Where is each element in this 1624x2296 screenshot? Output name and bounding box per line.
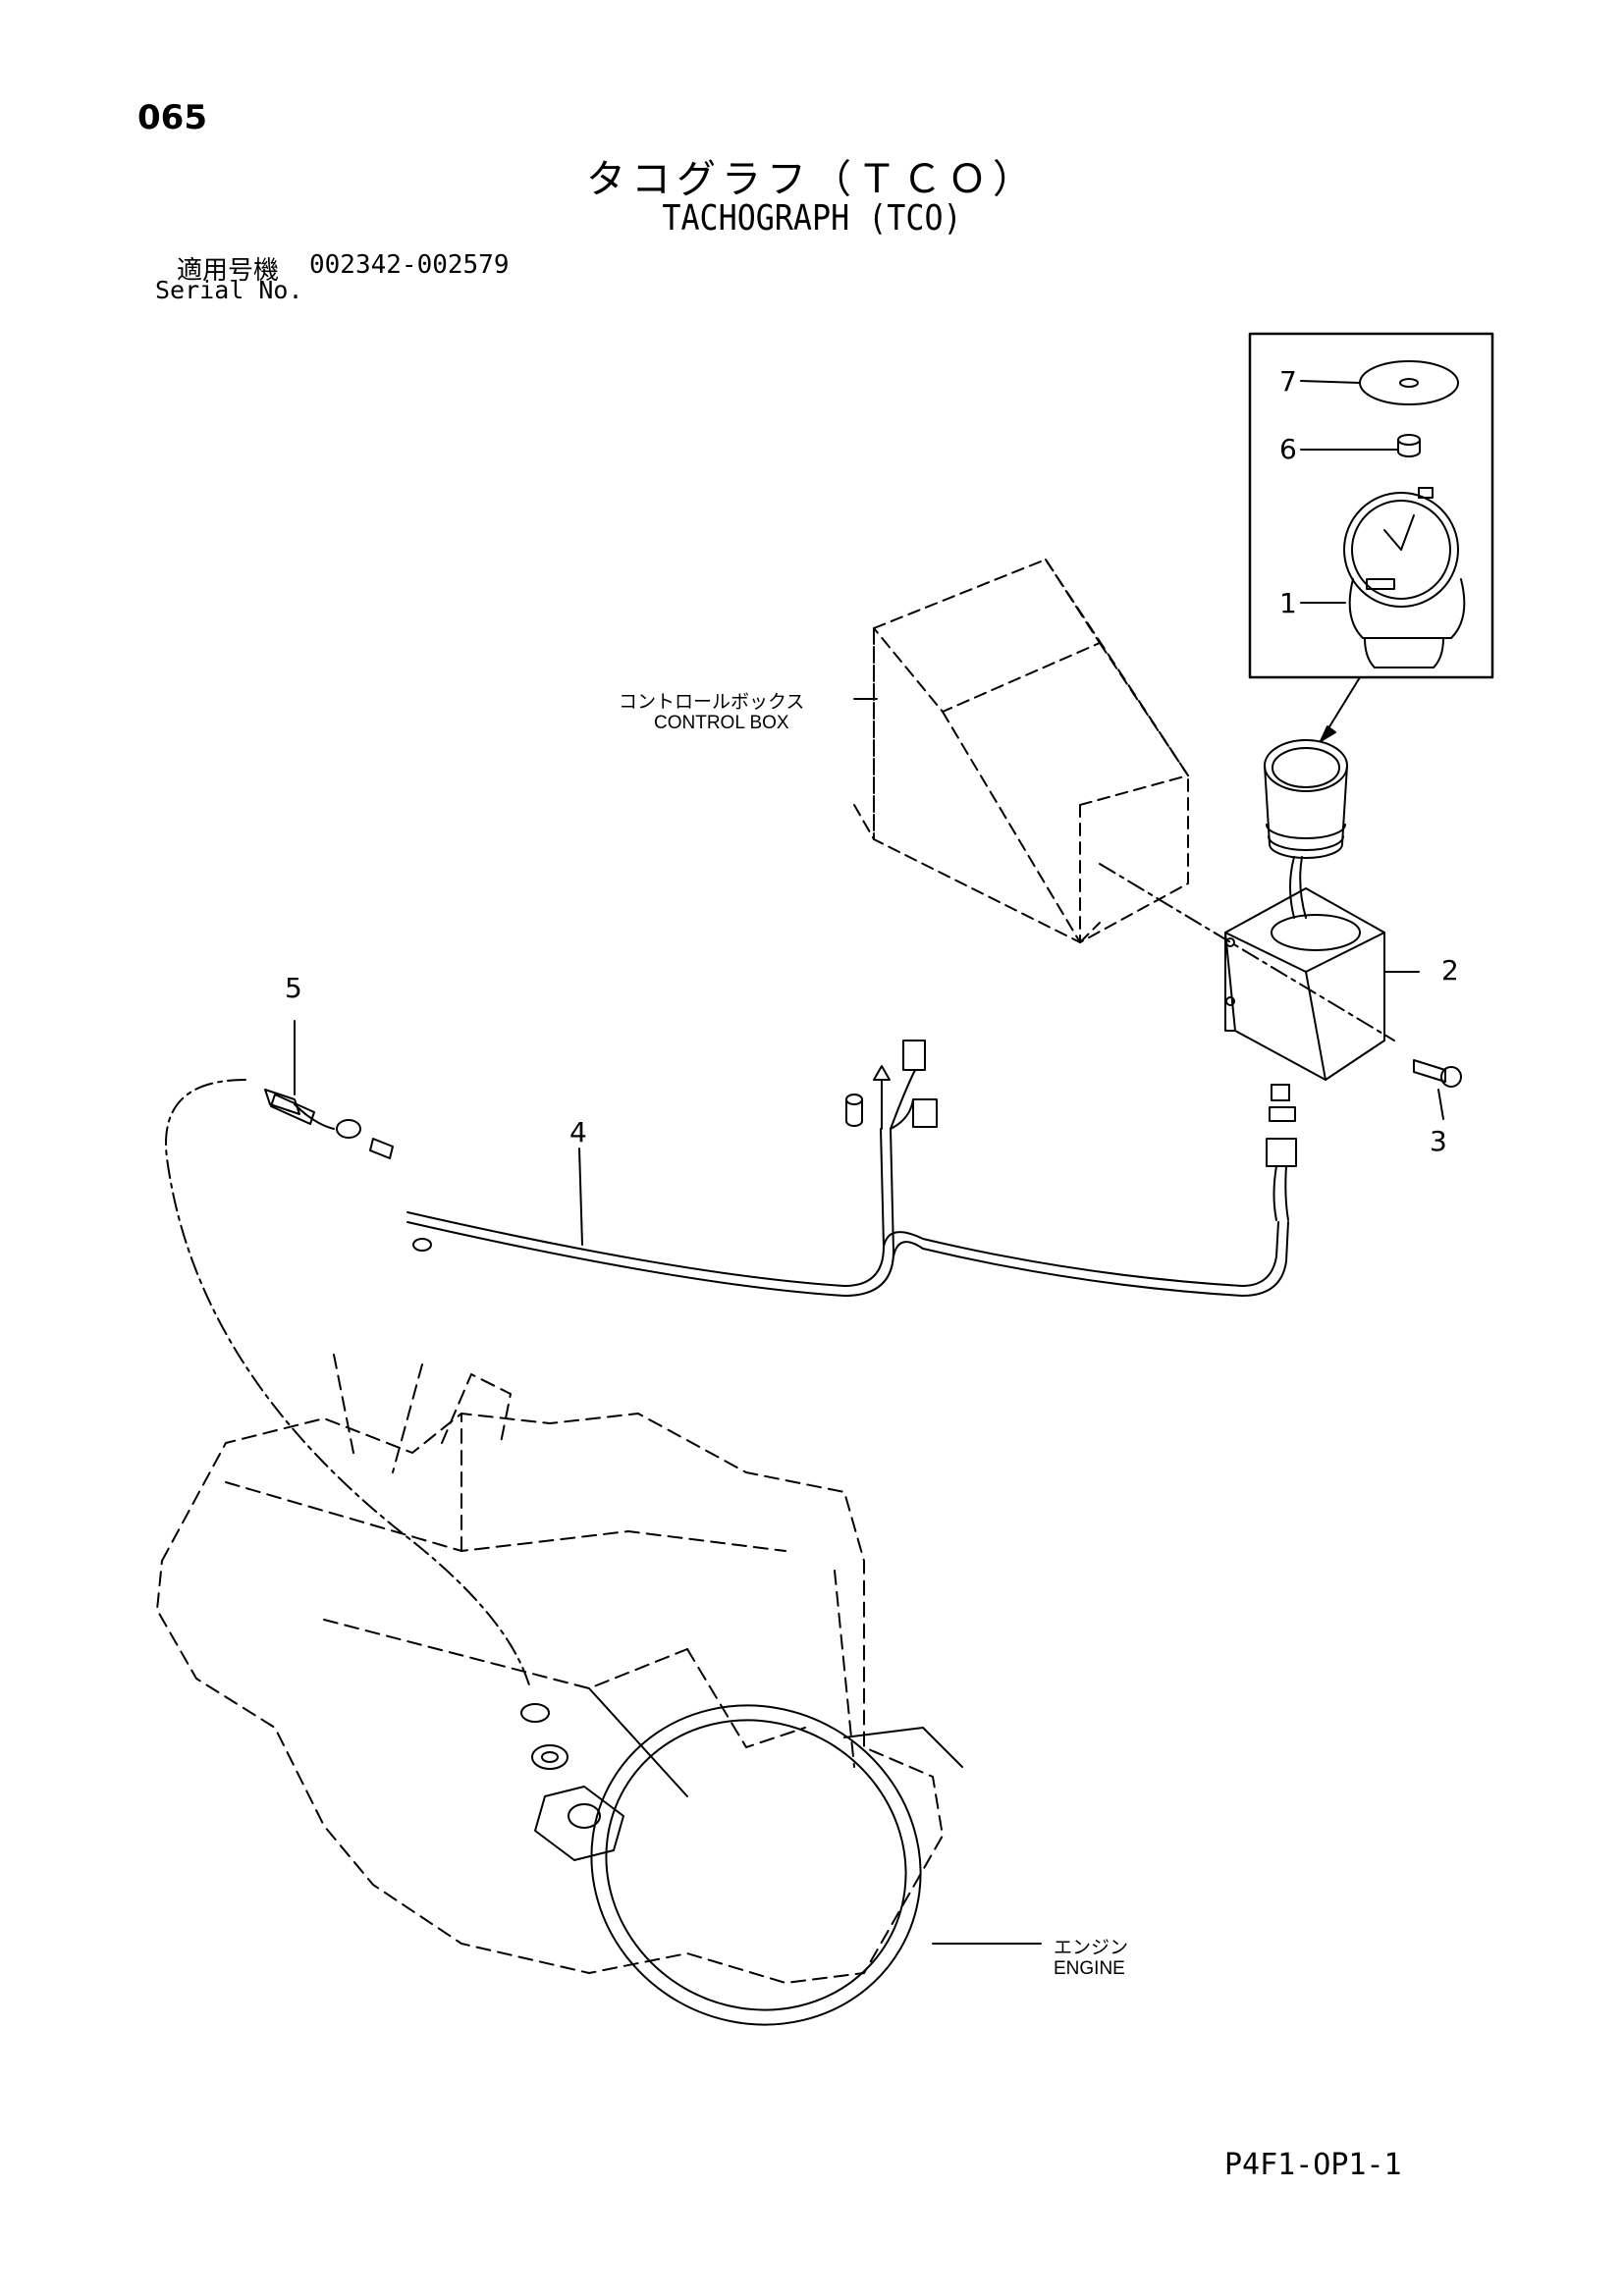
callout-1: 1 (1279, 587, 1297, 619)
serial-range: 002342-002579 (309, 250, 510, 280)
junction-connectors (845, 1040, 938, 1130)
control-box-outline (853, 559, 1189, 943)
callout-4: 4 (569, 1116, 587, 1148)
detail-inset (1248, 332, 1494, 742)
cap-part (1300, 434, 1421, 457)
cable-part (406, 1128, 1289, 1297)
page-number: 065 (137, 98, 207, 137)
flywheel-housing (588, 1687, 963, 2026)
sensor-part (264, 1020, 432, 1252)
tachograph-meter (1264, 739, 1348, 919)
engine-outline (156, 1354, 944, 1984)
callout-7: 7 (1279, 365, 1297, 398)
serial-label-japanese: 適用号機 (177, 256, 280, 286)
chart-disc-part (1300, 360, 1459, 405)
screw-part (1413, 1059, 1462, 1120)
engine-label-jp: エンジン (1054, 1938, 1129, 1958)
callout-6: 6 (1279, 433, 1297, 465)
harness-connectors (1266, 1084, 1297, 1221)
control-box-label-jp: コントロールボックス (619, 692, 805, 713)
meter-detail-part (1300, 487, 1466, 668)
callout-2: 2 (1441, 954, 1459, 987)
control-box-label-en: CONTROL BOX (654, 713, 789, 733)
drawing-code: P4F1-OP1-1 (1224, 2148, 1402, 2182)
title-japanese: タコグラフ（ＴＣＯ） (586, 157, 1038, 202)
callout-5: 5 (285, 972, 302, 1004)
title-english: TACHOGRAPH (TCO) (662, 198, 962, 239)
engine-label-en: ENGINE (1054, 1958, 1125, 1979)
sensor-adapter (520, 1703, 624, 1861)
bracket-part (1224, 887, 1415, 1081)
serial-label-english: Serial No. (155, 276, 303, 304)
callout-3: 3 (1430, 1125, 1447, 1157)
